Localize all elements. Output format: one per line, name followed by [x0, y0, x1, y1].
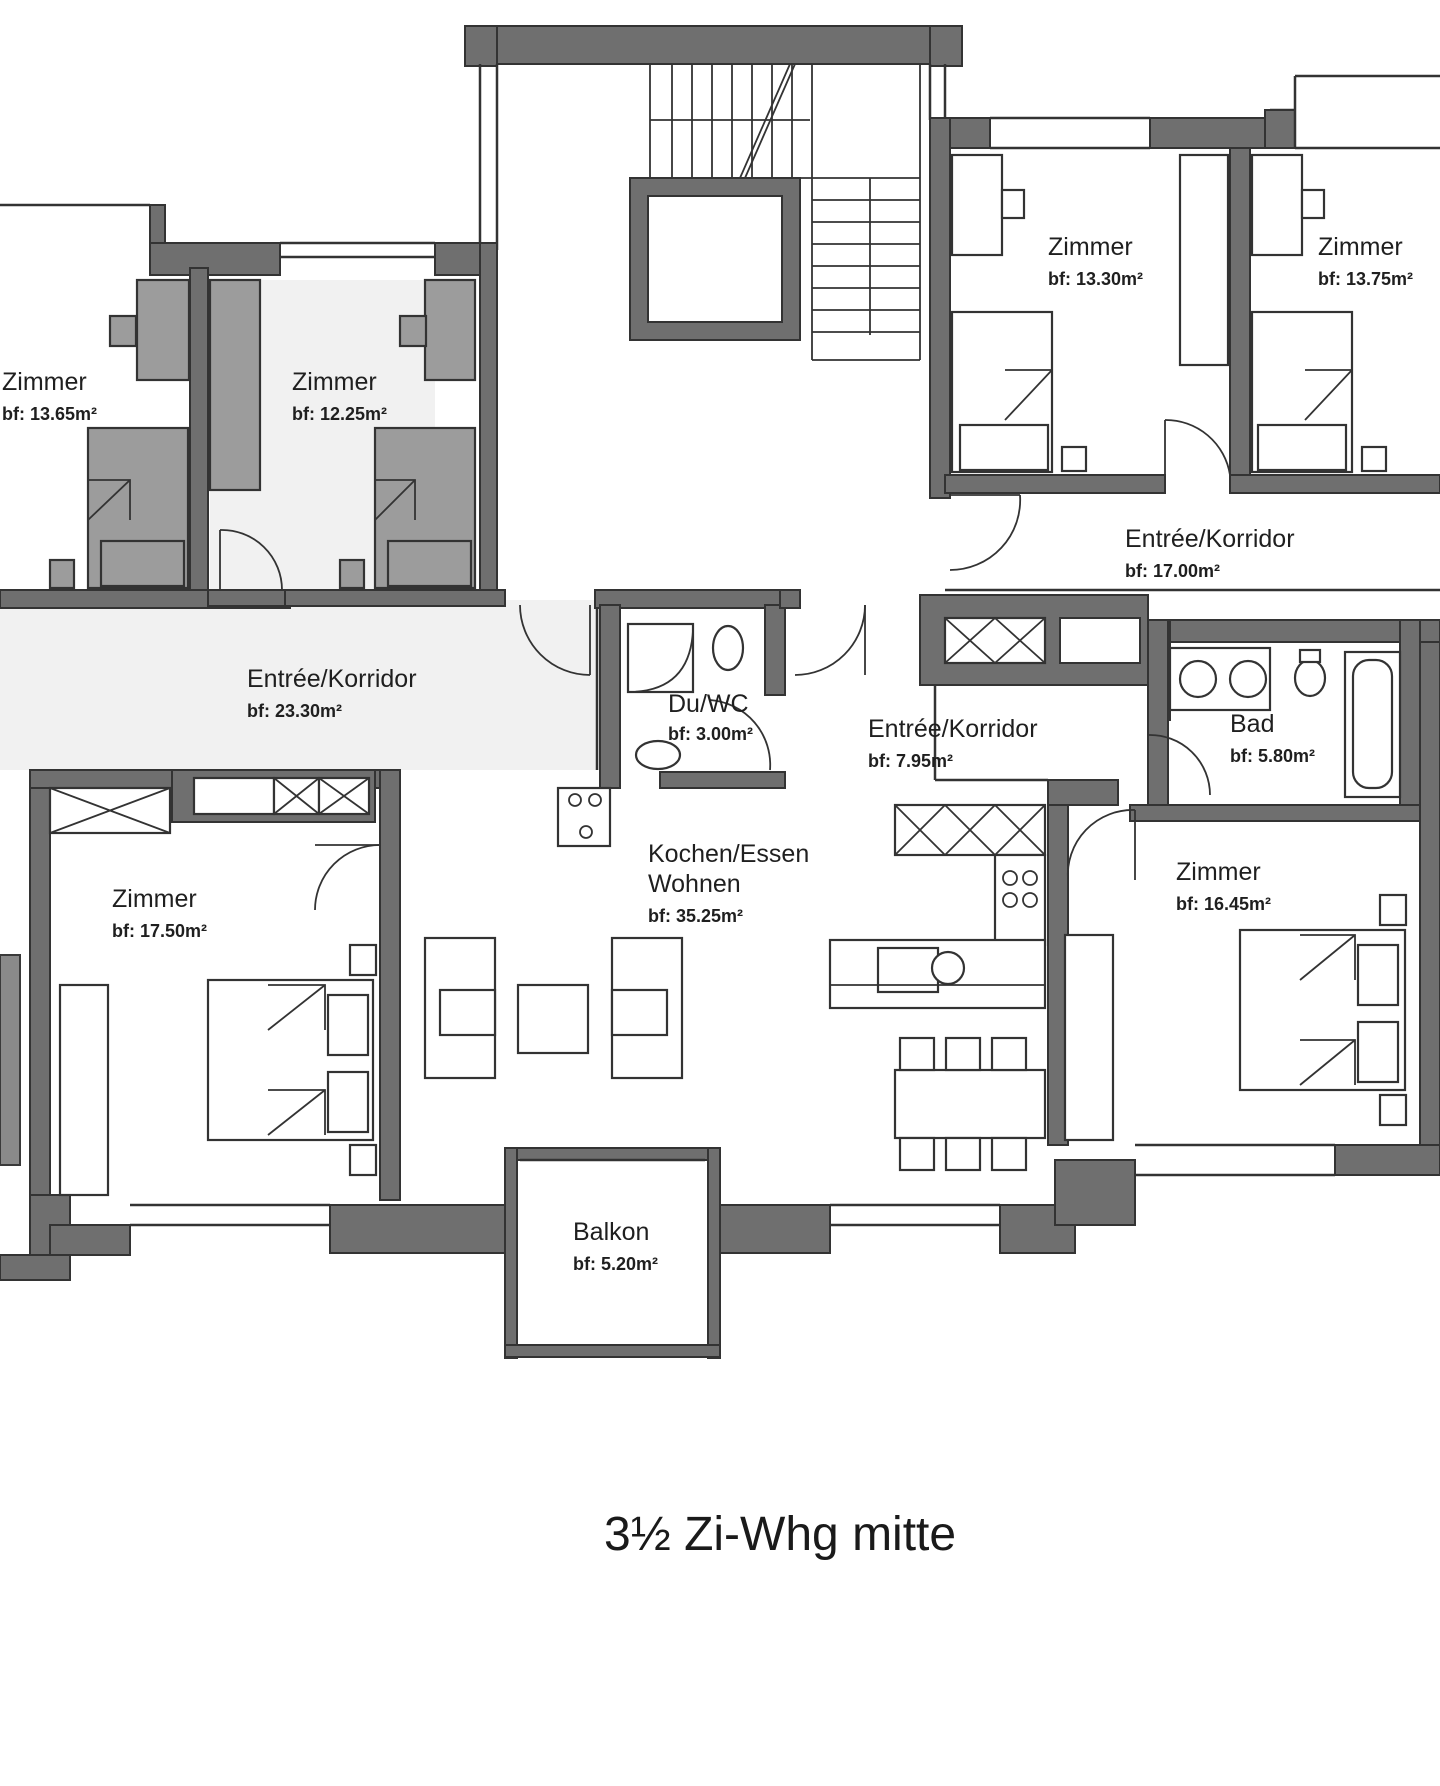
room-area-bad: bf: 5.80m² — [1230, 746, 1315, 766]
room-area-entree-korridor-mid: bf: 7.95m² — [868, 751, 953, 771]
stairwell — [464, 25, 963, 361]
room-label-bad: Bad — [1230, 710, 1274, 738]
room-label-wohnen: Wohnen — [648, 870, 741, 898]
room-label-zimmer-top-right-2: Zimmer — [1318, 233, 1403, 261]
left-apartment — [0, 203, 599, 770]
room-labels: Zimmer bf: 13.65m² Zimmer bf: 12.25m² Zi… — [2, 233, 1413, 1274]
main-apartment — [0, 589, 1440, 1359]
room-area-zimmer-top-right-2: bf: 13.75m² — [1318, 269, 1413, 289]
room-area-entree-korridor-right: bf: 17.00m² — [1125, 561, 1220, 581]
room-label-zimmer-main-right: Zimmer — [1176, 858, 1261, 886]
room-label-zimmer-left-2: Zimmer — [292, 368, 377, 396]
room-area-entree-korridor-left: bf: 23.30m² — [247, 701, 342, 721]
room-area-zimmer-main-left: bf: 17.50m² — [112, 921, 207, 941]
balcony — [504, 1147, 721, 1359]
elevator-shaft — [629, 177, 801, 341]
room-area-zimmer-left-2: bf: 12.25m² — [292, 404, 387, 424]
room-label-du-wc: Du/WC — [668, 690, 749, 718]
right-apartment — [929, 74, 1440, 592]
room-label-kochen-essen: Kochen/Essen — [648, 840, 809, 868]
room-label-zimmer-main-left: Zimmer — [112, 885, 197, 913]
room-area-zimmer-left-1: bf: 13.65m² — [2, 404, 97, 424]
room-label-balkon: Balkon — [573, 1218, 649, 1246]
room-label-entree-korridor-right: Entrée/Korridor — [1125, 525, 1295, 553]
room-area-zimmer-main-right: bf: 16.45m² — [1176, 894, 1271, 914]
room-label-entree-korridor-mid: Entrée/Korridor — [868, 715, 1038, 743]
room-area-du-wc: bf: 3.00m² — [668, 724, 753, 744]
room-area-kochen-essen-wohnen: bf: 35.25m² — [648, 906, 743, 926]
room-area-zimmer-top-right-1: bf: 13.30m² — [1048, 269, 1143, 289]
room-label-zimmer-left-1: Zimmer — [2, 368, 87, 396]
room-label-entree-korridor-left: Entrée/Korridor — [247, 665, 417, 693]
room-area-balkon: bf: 5.20m² — [573, 1254, 658, 1274]
plan-title: 3½ Zi-Whg mitte — [604, 1508, 956, 1561]
stair-treads-upper — [650, 63, 813, 179]
stair-treads-lower — [812, 178, 920, 335]
room-label-zimmer-top-right-1: Zimmer — [1048, 233, 1133, 261]
